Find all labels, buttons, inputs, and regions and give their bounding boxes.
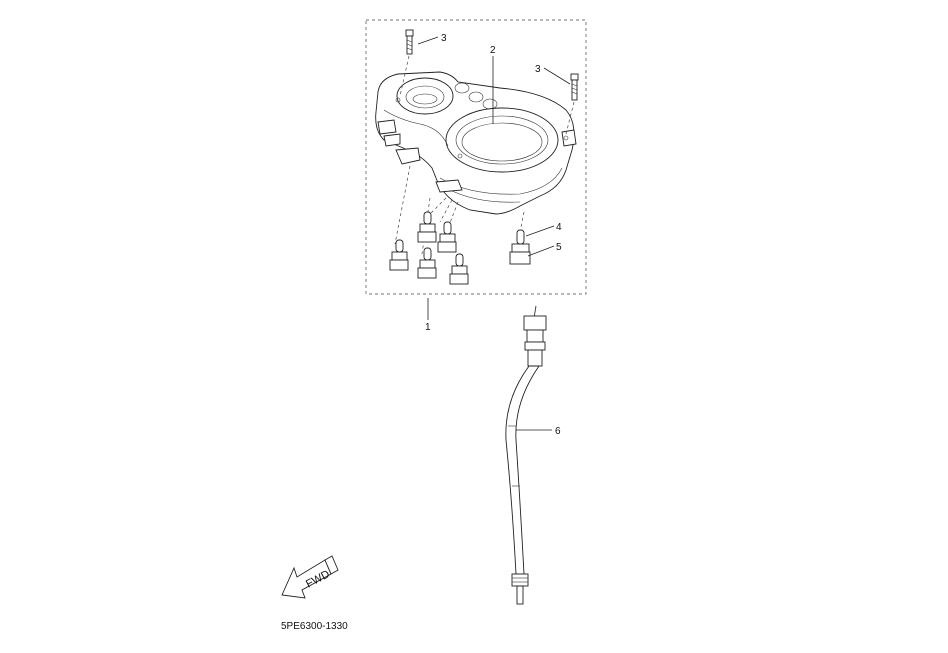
callout-5: 5 [556, 242, 562, 253]
callout-2: 2 [490, 45, 496, 56]
callout-1: 1 [425, 322, 431, 333]
socket-icon [389, 239, 409, 271]
socket-icon [509, 243, 531, 265]
callout-3-upper: 3 [441, 33, 447, 44]
leader-line [527, 245, 555, 257]
callout-3-right: 3 [535, 64, 541, 75]
leader-line [525, 225, 555, 237]
fwd-arrow-icon: FWD [281, 555, 339, 599]
assembly-boundary [365, 19, 587, 295]
socket-icon [437, 221, 457, 253]
callout-4: 4 [556, 222, 562, 233]
axis-line [429, 197, 447, 215]
axis-line [519, 211, 525, 233]
axis-line [439, 199, 453, 223]
diagram-code: 5PE6300-1330 [281, 621, 348, 632]
socket-icon [417, 211, 437, 243]
bulb-icon [516, 229, 525, 245]
axis-line [447, 201, 459, 229]
leader-line [417, 36, 439, 45]
callout-6: 6 [555, 426, 561, 437]
axis-line [399, 55, 410, 97]
socket-icon [417, 247, 437, 279]
screw-icon [570, 73, 579, 101]
meter-assembly-icon [375, 71, 577, 215]
axis-line [394, 165, 411, 245]
cable-icon [505, 305, 547, 605]
screw-icon [405, 29, 414, 55]
socket-icon [449, 253, 469, 285]
leader-line [543, 67, 571, 85]
